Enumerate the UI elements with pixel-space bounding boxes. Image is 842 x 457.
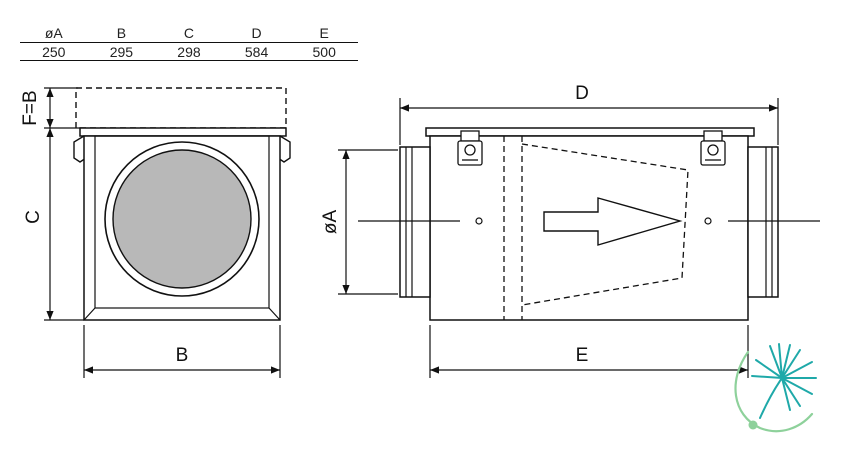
value-c: 298	[155, 42, 223, 61]
left-clamp	[73, 135, 87, 163]
label-b: B	[176, 345, 189, 366]
header-e: E	[290, 25, 358, 43]
value-b: 295	[87, 42, 156, 61]
dandelion-logo-icon	[734, 343, 817, 433]
front-box-inner	[94, 135, 270, 309]
label-d: D	[575, 83, 589, 104]
side-view	[399, 127, 779, 321]
filter-disc	[112, 149, 252, 289]
front-top-flange	[79, 127, 287, 137]
left-spigot	[399, 146, 431, 298]
value-e: 500	[290, 42, 358, 61]
airflow-arrow-icon	[543, 197, 683, 246]
label-c: C	[23, 210, 44, 224]
header-d: D	[222, 25, 291, 43]
dimensions-header-row: øA B C D E	[20, 25, 358, 43]
header-c: C	[155, 25, 223, 43]
header-oa: øA	[20, 25, 88, 43]
label-oa: øA	[320, 210, 341, 235]
filter-ring	[104, 141, 260, 297]
right-spigot	[747, 146, 779, 298]
right-clamp	[277, 135, 291, 163]
side-dimensions	[338, 98, 820, 378]
filter-bag-dashed	[521, 143, 689, 306]
dimensions-table: øA B C D E 250 295 298 584 500	[20, 25, 358, 61]
right-latch-icon	[700, 130, 726, 166]
lid-dashed-outline	[75, 87, 287, 129]
header-b: B	[87, 25, 156, 43]
front-view	[73, 87, 291, 321]
label-e: E	[576, 345, 589, 366]
value-oa: 250	[20, 42, 88, 61]
front-dimensions	[44, 87, 281, 378]
dimensions-value-row: 250 295 298 584 500	[20, 42, 358, 61]
value-d: 584	[222, 42, 291, 61]
label-f-eq-b: F=B	[20, 90, 41, 125]
left-latch-icon	[457, 130, 483, 166]
